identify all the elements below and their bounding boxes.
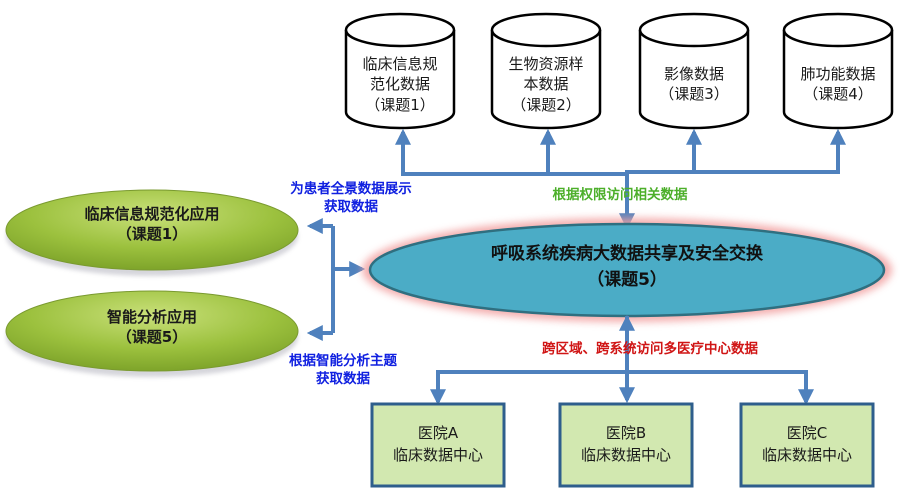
app-1-name: 临床信息规范化应用	[84, 205, 220, 223]
center-name: 呼吸系统疾病大数据共享及安全交换	[491, 244, 763, 264]
hospital-b-sub: 临床数据中心	[580, 445, 671, 464]
database-2-line3: （课题2）	[511, 95, 581, 114]
database-label-3: 影像数据 （课题3）	[644, 64, 744, 105]
note-top: 根据权限访问相关数据	[552, 187, 688, 203]
database-1-line2: 范化数据	[369, 75, 430, 94]
database-1-line3: （课题1）	[365, 95, 435, 114]
hospital-label-a: 医院A 临床数据中心	[373, 423, 503, 467]
database-cylinder-1	[344, 12, 456, 130]
database-2-line2: 本数据	[523, 75, 569, 94]
hospital-label-b: 医院B 临床数据中心	[561, 423, 691, 467]
app-ellipse-2	[5, 290, 299, 377]
database-cylinder-4	[782, 12, 894, 130]
app-2-name: 智能分析应用	[106, 308, 197, 326]
database-cylinder-3	[638, 12, 750, 130]
database-4-line3: （课题4）	[803, 85, 873, 104]
note-app2-line2: 获取数据	[316, 371, 370, 388]
app-1-project: （课题1）	[116, 225, 188, 244]
database-label-2: 生物资源样 本数据 （课题2）	[496, 54, 596, 115]
left-connector	[306, 218, 366, 341]
app-label-2: 智能分析应用 （课题5）	[42, 307, 262, 348]
database-3-line3: （课题3）	[659, 85, 729, 104]
center-project: （课题5）	[587, 269, 667, 290]
app-label-1: 临床信息规范化应用 （课题1）	[42, 204, 262, 245]
database-1-line1: 临床信息规	[362, 55, 438, 73]
top-connector	[395, 128, 846, 230]
hospital-box-a	[370, 402, 506, 488]
hospital-box-c	[739, 402, 875, 488]
app-2-project: （课题5）	[116, 328, 188, 347]
database-cylinder-2	[490, 12, 602, 130]
hospital-c-sub: 临床数据中心	[761, 445, 852, 464]
database-4-line2: 肺功能数据	[800, 65, 876, 83]
database-3-line2: 影像数据	[663, 65, 724, 83]
note-app2-line1: 根据智能分析主题	[289, 353, 397, 369]
hospital-label-c: 医院C 临床数据中心	[742, 423, 872, 467]
center-label: 呼吸系统疾病大数据共享及安全交换 （课题5）	[387, 242, 867, 293]
note-app1-line1: 为患者全景数据展示	[290, 181, 412, 197]
note-app1: 为患者全景数据展示 获取数据	[266, 180, 436, 216]
note-app2: 根据智能分析主题 获取数据	[258, 352, 428, 388]
database-label-1: 临床信息规 范化数据 （课题1）	[350, 54, 450, 115]
center-ellipse	[362, 218, 892, 322]
database-label-4: 肺功能数据 （课题4）	[788, 64, 888, 105]
hospital-a-name: 医院A	[417, 424, 459, 442]
note-app1-line2: 获取数据	[324, 199, 378, 216]
hospital-box-b	[558, 402, 694, 488]
database-2-line1: 生物资源样	[508, 55, 584, 73]
hospital-a-sub: 临床数据中心	[392, 445, 483, 464]
hospital-b-name: 医院B	[605, 424, 647, 442]
hospital-c-name: 医院C	[786, 424, 828, 442]
note-bottom: 跨区域、跨系统访问多医疗中心数据	[542, 341, 758, 357]
bottom-connector	[430, 314, 814, 406]
app-ellipse-1	[5, 189, 299, 276]
